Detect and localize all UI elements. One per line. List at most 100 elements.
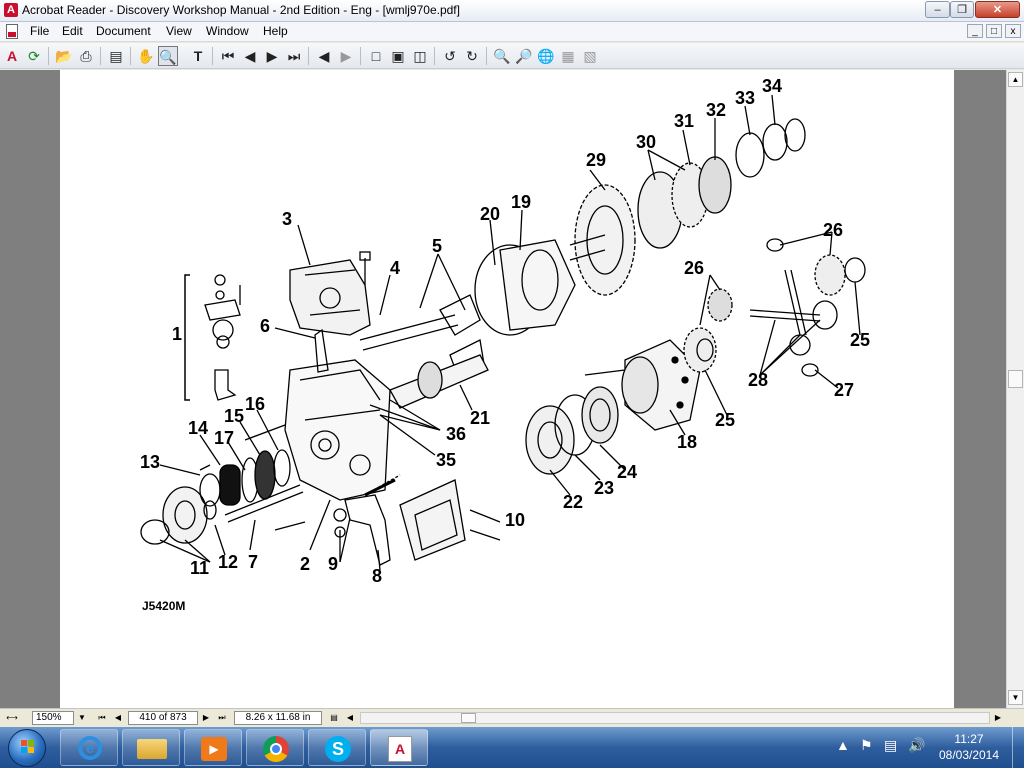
scroll-up-icon[interactable]: ▲ xyxy=(1008,72,1023,87)
last-page-icon[interactable]: ⏭ xyxy=(218,713,226,722)
callout-3: 3 xyxy=(282,209,292,229)
callout-13: 13 xyxy=(140,452,160,472)
doc-close-button[interactable]: x xyxy=(1005,24,1021,38)
callout-9: 9 xyxy=(328,554,338,574)
prev-page-icon[interactable]: ◀ xyxy=(114,713,122,722)
page-indicator[interactable]: 410 of 873 xyxy=(128,711,198,725)
scroll-left-icon[interactable]: ◀ xyxy=(346,713,354,722)
vertical-scrollbar[interactable]: ▲ ▼ xyxy=(1006,70,1024,708)
last-page-icon[interactable]: ⏭ xyxy=(287,48,301,64)
callout-36: 36 xyxy=(446,424,466,444)
callout-10: 10 xyxy=(505,510,525,530)
menu-view[interactable]: View xyxy=(166,24,192,38)
system-clock[interactable]: 11:27 08/03/2014 xyxy=(934,731,1004,763)
taskbar-acrobat[interactable]: A xyxy=(370,729,428,766)
menu-bar: File Edit Document View Window Help _ □ … xyxy=(0,22,1024,42)
pan-icon[interactable]: ⟷ xyxy=(6,713,18,722)
callout-5: 5 xyxy=(432,236,442,256)
action-center-icon[interactable]: ⚑ xyxy=(860,737,873,753)
menu-edit[interactable]: Edit xyxy=(62,24,83,38)
callout-2: 2 xyxy=(300,554,310,574)
taskbar-chrome[interactable] xyxy=(246,729,304,766)
callout-22: 22 xyxy=(563,492,583,512)
clock-time: 11:27 xyxy=(954,732,984,746)
find-icon[interactable]: 🔍 xyxy=(493,48,511,64)
first-page-icon[interactable]: ⏮ xyxy=(98,713,106,722)
facing-icon[interactable]: ◫ xyxy=(413,48,427,64)
show-desktop-button[interactable] xyxy=(1012,727,1024,768)
go-back-icon[interactable]: ◀ xyxy=(318,48,330,64)
document-icon[interactable] xyxy=(6,24,18,39)
volume-icon[interactable]: 🔊 xyxy=(908,737,926,753)
first-page-icon[interactable]: ⏮ xyxy=(221,48,235,64)
windows-orb-icon xyxy=(8,729,46,767)
toolbar: A ⟳ 📂 ⎙ ▤ ✋ 🔍 T ⏮ ◀ ▶ ⏭ ◀ ▶ □ ▣ ◫ ↺ ↻ 🔍 … xyxy=(0,43,1024,69)
callout-33: 33 xyxy=(735,88,755,108)
taskbar-media[interactable]: ▶ xyxy=(184,729,242,766)
text-select-icon[interactable]: T xyxy=(193,48,203,64)
minimize-button[interactable]: – xyxy=(925,1,950,18)
scroll-right-icon[interactable]: ▶ xyxy=(994,713,1002,722)
hand-icon[interactable]: ✋ xyxy=(137,48,155,64)
page-layout-icon[interactable]: ▤ xyxy=(330,713,338,722)
next-page-icon[interactable]: ▶ xyxy=(266,48,278,64)
zoom-dropdown-icon[interactable]: ▼ xyxy=(78,713,86,722)
callout-15: 15 xyxy=(224,406,244,426)
zoom-level[interactable]: 150% xyxy=(32,711,74,725)
refresh-icon[interactable]: ⟳ xyxy=(28,48,40,64)
menu-document[interactable]: Document xyxy=(96,24,151,38)
search-icon[interactable]: 🔎 xyxy=(515,48,533,64)
menu-file[interactable]: File xyxy=(30,24,50,38)
media-player-icon: ▶ xyxy=(201,737,227,761)
hscroll-thumb[interactable] xyxy=(461,713,476,723)
doc-restore-button[interactable]: □ xyxy=(986,24,1002,38)
go-forward-icon[interactable]: ▶ xyxy=(340,48,352,64)
zoom-icon[interactable]: 🔍 xyxy=(158,46,178,66)
single-page-icon[interactable]: □ xyxy=(371,48,381,64)
callout-16: 16 xyxy=(245,394,265,414)
menu-window[interactable]: Window xyxy=(206,24,249,38)
taskbar-skype[interactable]: S xyxy=(308,729,366,766)
taskbar-ie[interactable]: e xyxy=(60,729,118,766)
pdf-page[interactable]: 1 2 3 4 5 6 7 8 9 10 11 12 13 14 15 16 1… xyxy=(60,70,954,708)
scroll-thumb[interactable] xyxy=(1008,370,1023,388)
open-icon[interactable]: 📂 xyxy=(55,48,73,64)
rotate-left-icon[interactable]: ↺ xyxy=(444,48,456,64)
acrobat-icon[interactable]: A xyxy=(6,48,18,64)
thumbnails-icon[interactable]: ▤ xyxy=(109,48,123,64)
acrobat-icon: A xyxy=(4,3,18,17)
callout-28: 28 xyxy=(748,370,768,390)
figure-code: J5420M xyxy=(142,599,185,613)
title-bar[interactable]: A Acrobat Reader - Discovery Workshop Ma… xyxy=(0,0,1024,22)
callout-34: 34 xyxy=(762,76,782,96)
callout-30: 30 xyxy=(636,132,656,152)
window-title: Acrobat Reader - Discovery Workshop Manu… xyxy=(22,3,460,17)
rotate-right-icon[interactable]: ↻ xyxy=(466,48,478,64)
prev-page-icon[interactable]: ◀ xyxy=(244,48,256,64)
doc-minimize-button[interactable]: _ xyxy=(967,24,983,38)
print-icon[interactable]: ⎙ xyxy=(80,48,92,64)
horizontal-scrollbar[interactable] xyxy=(360,712,990,724)
internet-explorer-icon: e xyxy=(78,736,102,760)
close-button[interactable]: ✕ xyxy=(975,1,1020,18)
show-hidden-icons[interactable]: ▲ xyxy=(836,737,850,753)
continuous-icon[interactable]: ▣ xyxy=(391,48,405,64)
taskbar: e ▶ S A ▲ ⚑ ▤ 🔊 11:27 08/03/2014 xyxy=(0,727,1024,768)
file-explorer-icon xyxy=(137,739,167,759)
menu-help[interactable]: Help xyxy=(263,24,288,38)
callout-18: 18 xyxy=(677,432,697,452)
web-icon[interactable]: 🌐 xyxy=(537,48,555,64)
callout-32: 32 xyxy=(706,100,726,120)
links-icon[interactable]: ▧ xyxy=(583,48,597,64)
taskbar-explorer[interactable] xyxy=(122,729,180,766)
callout-25a: 25 xyxy=(715,410,735,430)
callout-29: 29 xyxy=(586,150,606,170)
callout-23: 23 xyxy=(594,478,614,498)
forms-icon[interactable]: ▦ xyxy=(561,48,575,64)
callout-26b: 26 xyxy=(823,220,843,240)
restore-button[interactable]: ❐ xyxy=(950,1,974,18)
scroll-down-icon[interactable]: ▼ xyxy=(1008,690,1023,705)
start-button[interactable] xyxy=(4,728,50,768)
network-icon[interactable]: ▤ xyxy=(884,737,898,753)
next-page-icon[interactable]: ▶ xyxy=(202,713,210,722)
